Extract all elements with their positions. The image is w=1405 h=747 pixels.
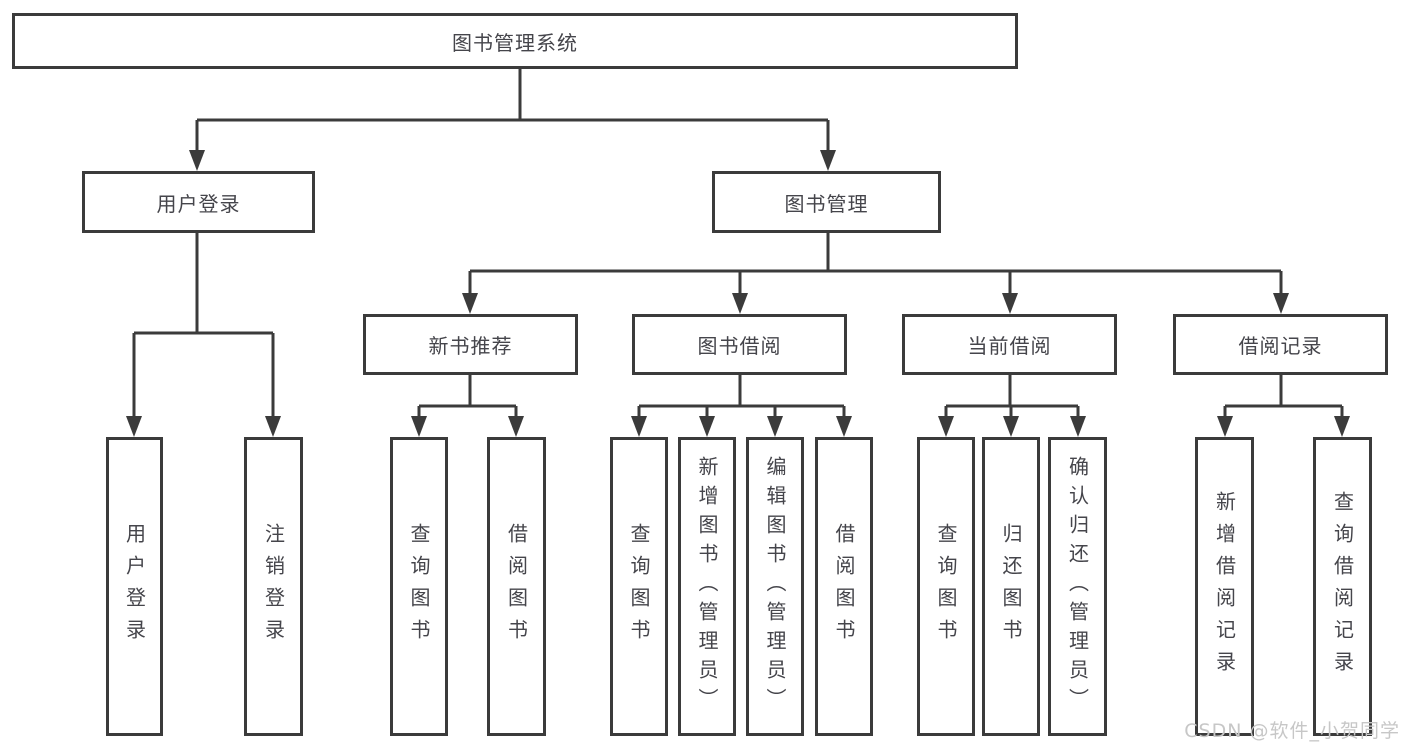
node-current-borrowing: 当前借阅 bbox=[902, 314, 1117, 375]
leaf-borrow-book: 借阅图书 bbox=[815, 437, 873, 736]
arrowhead-down-icon bbox=[189, 150, 205, 171]
node-label: 当前借阅 bbox=[967, 334, 1052, 358]
leaf-add-book-admin: 新增图书（管理员） bbox=[678, 437, 736, 736]
leaf-borrow-book-recommend: 借阅图书 bbox=[487, 437, 546, 736]
leaf-user-login: 用户登录 bbox=[106, 437, 163, 736]
leaf-logout-login: 注销登录 bbox=[244, 437, 303, 736]
leaf-confirm-return-admin: 确认归还（管理员） bbox=[1048, 437, 1107, 736]
node-label: 借阅记录 bbox=[1238, 334, 1323, 358]
arrowhead-down-icon bbox=[265, 416, 281, 437]
leaf-return-book: 归还图书 bbox=[982, 437, 1040, 736]
arrowhead-down-icon bbox=[767, 416, 783, 437]
node-label: 新增借阅记录 bbox=[1212, 490, 1237, 683]
node-label: 借阅图书 bbox=[504, 522, 529, 651]
arrowhead-down-icon bbox=[1070, 416, 1086, 437]
arrowhead-down-icon bbox=[631, 416, 647, 437]
node-user-login: 用户登录 bbox=[82, 171, 315, 233]
node-new-book-recommend: 新书推荐 bbox=[363, 314, 578, 375]
node-library-management-system: 图书管理系统 bbox=[12, 13, 1018, 69]
arrowhead-down-icon bbox=[126, 416, 142, 437]
arrowhead-down-icon bbox=[462, 293, 478, 314]
arrowhead-down-icon bbox=[411, 416, 427, 437]
node-book-borrowing: 图书借阅 bbox=[632, 314, 847, 375]
arrowhead-down-icon bbox=[836, 416, 852, 437]
watermark: CSDN @软件_小贺同学 bbox=[1184, 720, 1400, 742]
node-label: 确认归还（管理员） bbox=[1065, 456, 1090, 717]
leaf-query-borrow-record: 查询借阅记录 bbox=[1313, 437, 1372, 736]
leaf-query-book-borrow: 查询图书 bbox=[610, 437, 668, 736]
node-label: 查询图书 bbox=[934, 522, 958, 651]
leaf-edit-book-admin: 编辑图书（管理员） bbox=[746, 437, 804, 736]
node-book-management: 图书管理 bbox=[712, 171, 941, 233]
arrowhead-down-icon bbox=[699, 416, 715, 437]
node-borrowing-records: 借阅记录 bbox=[1173, 314, 1388, 375]
node-label: 归还图书 bbox=[999, 522, 1023, 651]
node-label: 编辑图书（管理员） bbox=[763, 456, 787, 717]
arrowhead-down-icon bbox=[820, 150, 836, 171]
arrowhead-down-icon bbox=[508, 416, 524, 437]
arrowhead-down-icon bbox=[1217, 416, 1233, 437]
node-label: 查询借阅记录 bbox=[1330, 490, 1355, 683]
arrowhead-down-icon bbox=[1334, 416, 1350, 437]
node-label: 用户登录 bbox=[156, 191, 241, 216]
leaf-add-borrow-record: 新增借阅记录 bbox=[1195, 437, 1254, 736]
arrowhead-down-icon bbox=[1002, 293, 1018, 314]
node-label: 查询图书 bbox=[627, 522, 651, 651]
leaf-query-book-current: 查询图书 bbox=[917, 437, 975, 736]
arrowhead-down-icon bbox=[938, 416, 954, 437]
node-label: 图书管理系统 bbox=[452, 30, 578, 55]
node-label: 新书推荐 bbox=[428, 334, 513, 358]
node-label: 图书借阅 bbox=[697, 334, 782, 358]
node-label: 注销登录 bbox=[261, 522, 286, 651]
node-label: 用户登录 bbox=[122, 522, 147, 651]
arrowhead-down-icon bbox=[732, 293, 748, 314]
arrowhead-down-icon bbox=[1003, 416, 1019, 437]
node-label: 图书管理 bbox=[784, 191, 869, 216]
arrowhead-down-icon bbox=[1273, 293, 1289, 314]
node-label: 新增图书（管理员） bbox=[695, 456, 719, 717]
leaf-query-book-recommend: 查询图书 bbox=[390, 437, 448, 736]
node-label: 借阅图书 bbox=[832, 522, 856, 651]
node-label: 查询图书 bbox=[407, 522, 431, 651]
